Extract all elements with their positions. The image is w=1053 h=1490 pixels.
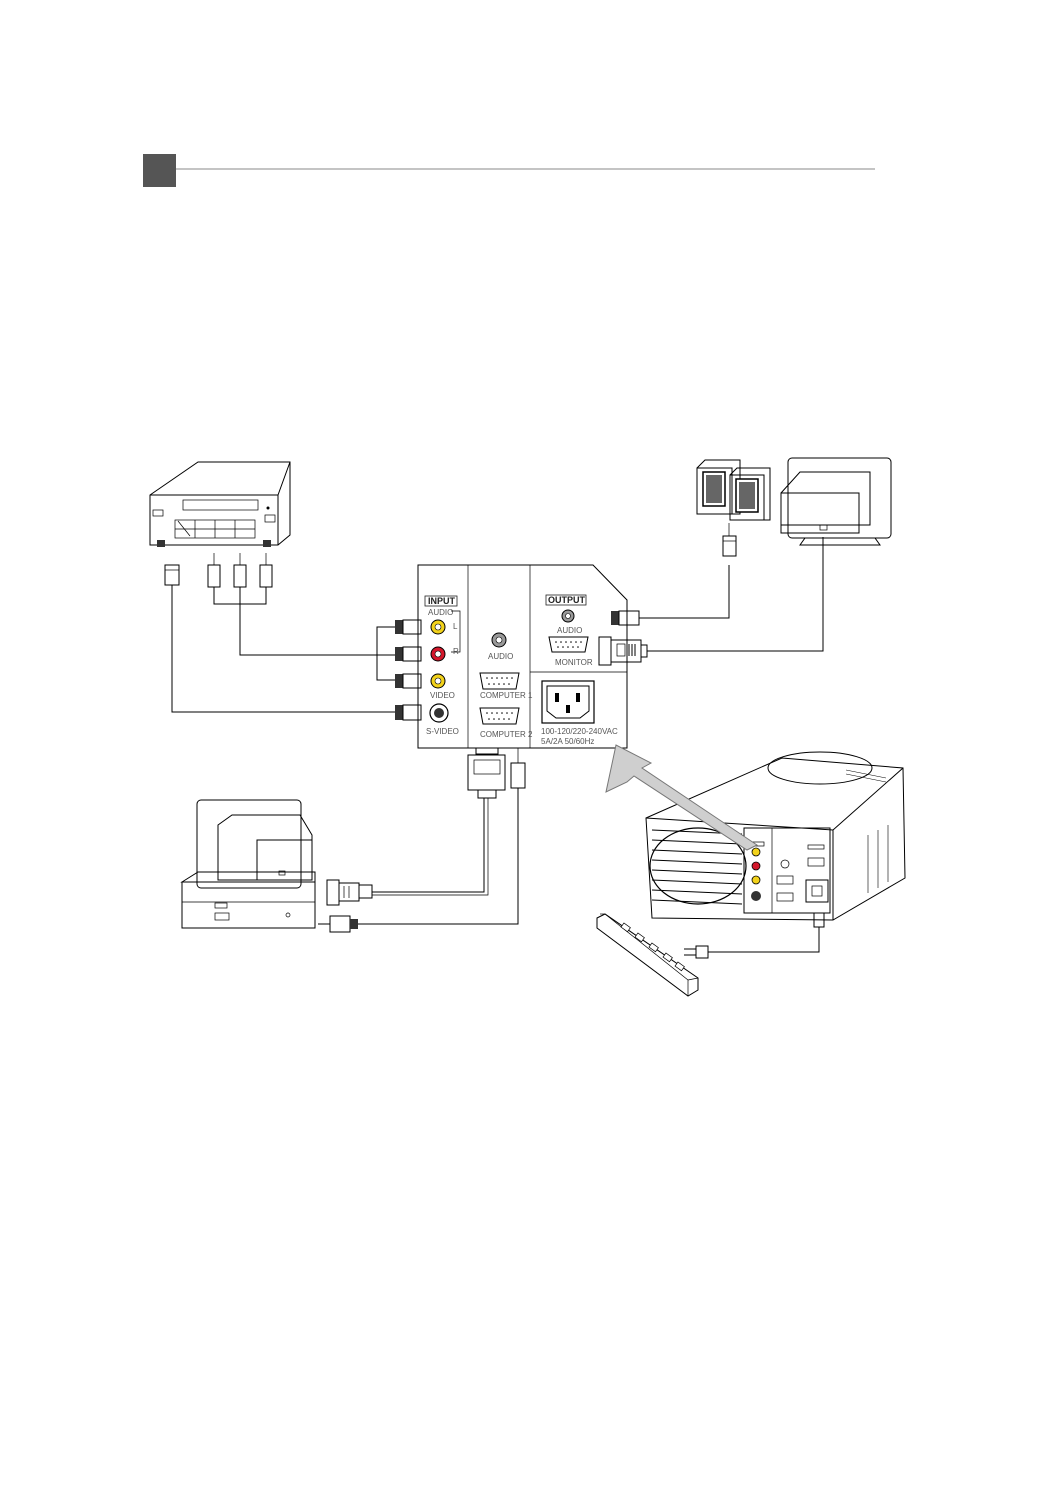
power-strip-icon: [597, 914, 698, 996]
connector-panel: [418, 565, 627, 748]
svideo-label: S-VIDEO: [426, 727, 459, 736]
monitor-out-port[interactable]: [549, 637, 588, 652]
input-audio-label: AUDIO: [428, 608, 453, 617]
computer2-port[interactable]: [480, 708, 519, 724]
computer-icon: [182, 800, 315, 928]
output-heading: OUTPUT: [548, 595, 586, 605]
input-section: INPUT AUDIO L R VIDEO S-VIDEO: [425, 596, 460, 736]
monitor-icon: [781, 458, 891, 545]
section-marker: [143, 154, 176, 187]
left-channel-label: L: [453, 622, 458, 631]
vcr-icon: [150, 462, 290, 547]
rca-plugs-vcr: [208, 553, 272, 587]
audio-center-label: AUDIO: [488, 652, 513, 661]
svideo-plug-vcr: [165, 565, 179, 585]
output-section: OUTPUT AUDIO MONITOR: [546, 595, 593, 667]
computer2-label: COMPUTER 2: [480, 730, 533, 739]
right-channel-label: R: [453, 647, 459, 656]
input-plugs: [395, 620, 421, 720]
vcr-cables: [172, 585, 395, 712]
vga-plug-panel: [468, 748, 525, 798]
power-cord: [684, 927, 819, 958]
callout-arrow-icon: [606, 745, 757, 850]
power-section: 100-120/220-240VAC 5A/2A 50/60Hz: [541, 681, 618, 746]
output-audio-label: AUDIO: [557, 626, 582, 635]
power-rating-line2: 5A/2A 50/60Hz: [541, 737, 594, 746]
computer-section: AUDIO COMPUTER 1 COMPUTER 2: [480, 633, 533, 739]
output-plugs: [599, 611, 647, 665]
projector-icon: [646, 752, 905, 927]
computer-cables: [358, 788, 518, 924]
speakers-icon: [697, 460, 770, 556]
input-heading: INPUT: [428, 596, 456, 606]
video-label: VIDEO: [430, 691, 455, 700]
computer1-port[interactable]: [480, 673, 519, 689]
power-rating-line1: 100-120/220-240VAC: [541, 727, 618, 736]
computer1-label: COMPUTER 1: [480, 691, 533, 700]
monitor-label: MONITOR: [555, 658, 593, 667]
output-cables: [639, 537, 823, 651]
